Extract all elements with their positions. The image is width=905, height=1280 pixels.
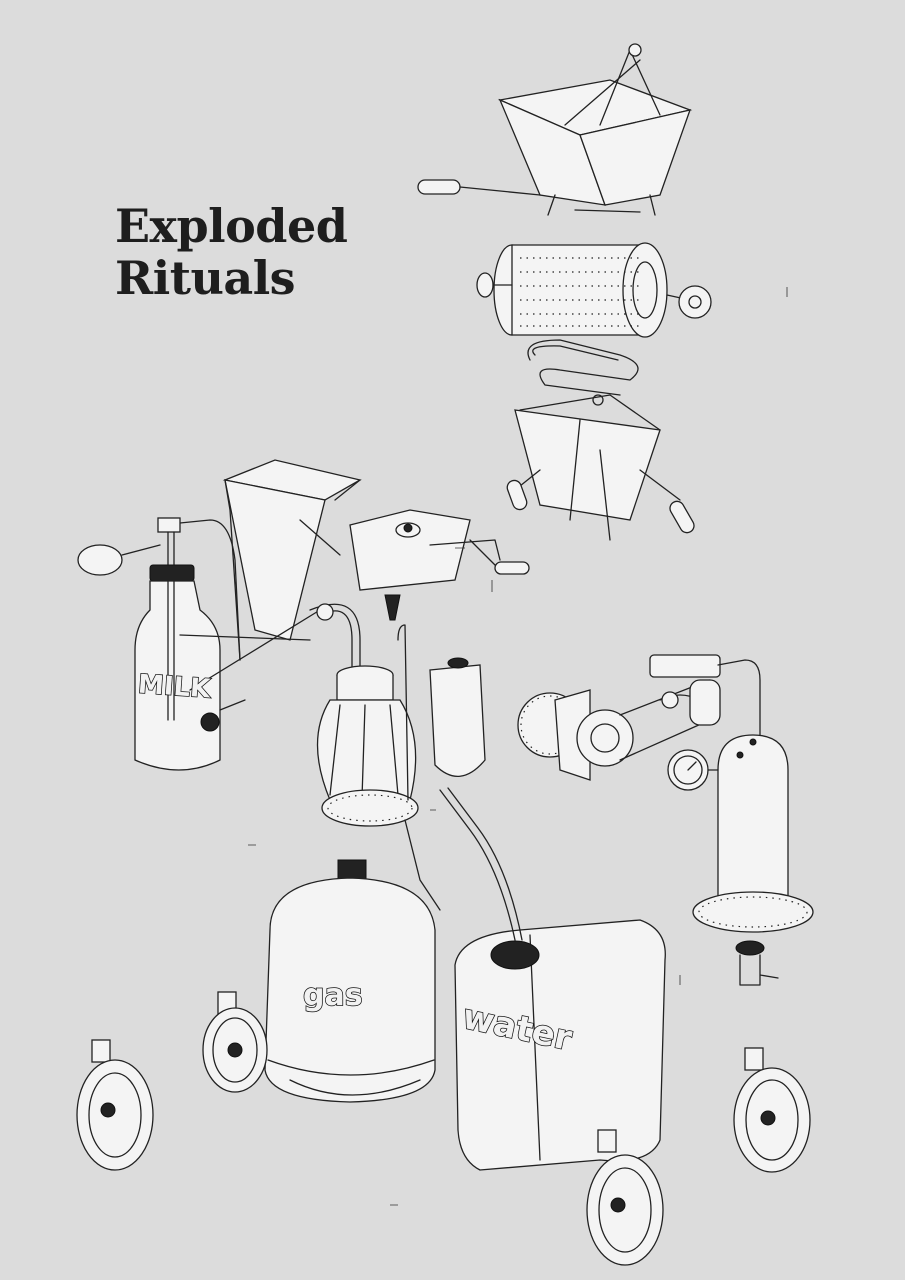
caster-wheel-front-left: [76, 1039, 154, 1171]
milk-label: MILK: [136, 669, 212, 705]
steam-boiler: [667, 734, 814, 986]
grinder-hopper: [222, 459, 530, 661]
caster-wheel-front-middle: [586, 1129, 664, 1266]
caster-wheel-back-left: [202, 991, 268, 1093]
top-hopper: [417, 43, 693, 216]
boiler: [309, 603, 486, 827]
gas-canister: [264, 859, 436, 1103]
milk-bottle: [77, 517, 321, 771]
roaster-drum: [476, 242, 712, 338]
gas-label: gas: [302, 977, 363, 1014]
roaster-burner: [506, 339, 695, 541]
title-line-2: Rituals: [115, 251, 296, 305]
poster-title: Exploded Rituals: [115, 199, 348, 305]
title-line-1: Exploded: [115, 199, 348, 253]
grinder-gear: [517, 654, 761, 781]
caster-wheel-right: [733, 1047, 811, 1173]
water-container: [404, 787, 666, 1171]
